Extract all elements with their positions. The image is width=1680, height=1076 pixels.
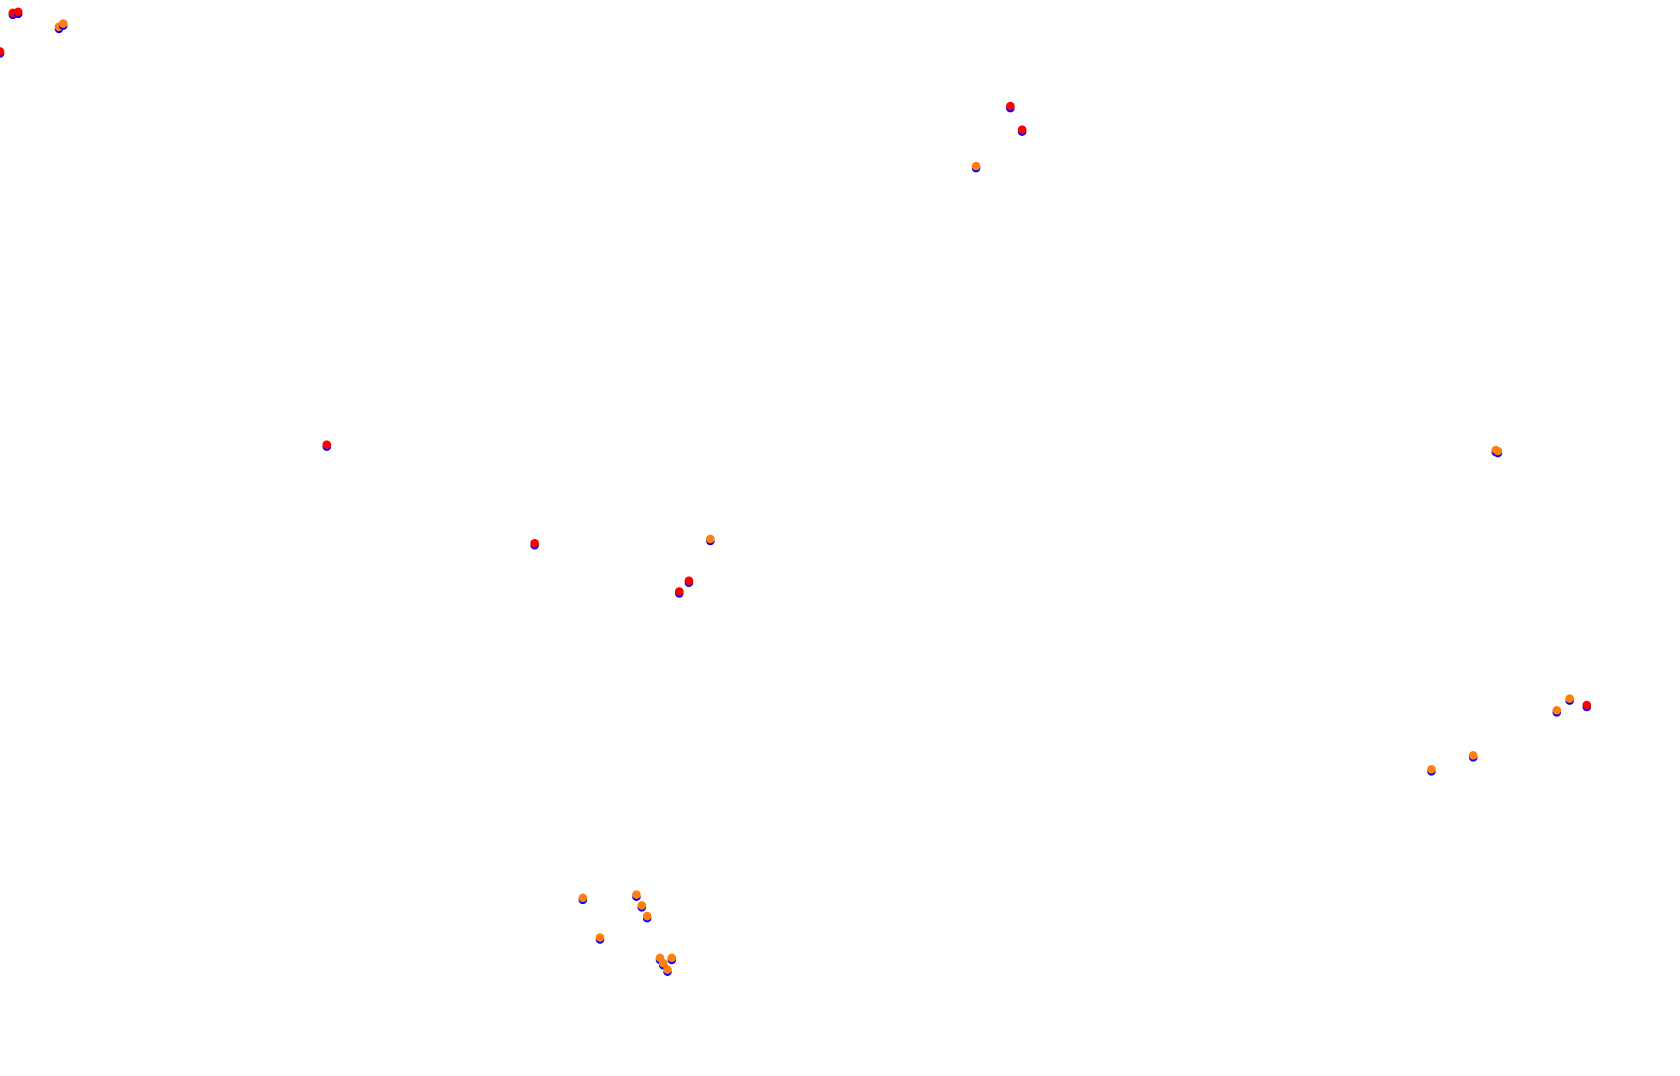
marker-group [632, 890, 641, 901]
marker-orange [642, 911, 652, 921]
marker-group [637, 901, 647, 912]
marker-group [13, 7, 23, 19]
marker-group [684, 576, 694, 588]
marker-group [1552, 706, 1562, 717]
marker-red [1017, 125, 1027, 134]
marker-orange [667, 953, 677, 963]
marker-group [58, 19, 68, 30]
marker-red [0, 47, 5, 56]
marker-group [1493, 446, 1503, 458]
marker-red [322, 440, 332, 449]
marker-group [1017, 125, 1027, 136]
marker-group [674, 587, 684, 598]
marker-group [1565, 694, 1574, 705]
marker-group [595, 933, 605, 944]
marker-red [1006, 101, 1015, 111]
marker-orange [637, 901, 647, 910]
marker-red [684, 576, 694, 586]
marker-orange [1468, 751, 1478, 760]
marker-group [1006, 101, 1015, 113]
marker-orange [58, 19, 68, 28]
marker-orange [658, 958, 668, 968]
marker-orange [663, 965, 672, 974]
marker-orange [578, 893, 588, 903]
marker-group [642, 911, 652, 923]
marker-red [530, 538, 539, 548]
marker-group [530, 538, 539, 550]
marker-orange [632, 890, 641, 899]
marker-red [13, 7, 23, 17]
marker-group [1468, 751, 1478, 762]
marker-group [578, 893, 588, 905]
marker-orange [595, 933, 605, 942]
marker-group [706, 534, 715, 546]
marker-red [1582, 700, 1592, 710]
marker-orange [1427, 764, 1436, 774]
marker-group [971, 161, 981, 173]
marker-orange [706, 534, 715, 544]
marker-orange [971, 161, 981, 171]
marker-group [667, 953, 677, 965]
marker-group [322, 440, 332, 451]
marker-group [0, 47, 5, 58]
marker-group [1582, 700, 1592, 712]
marker-orange [1493, 446, 1503, 456]
marker-red [674, 587, 684, 596]
marker-group [1427, 764, 1436, 776]
marker-orange [1552, 706, 1562, 715]
marker-orange [1565, 694, 1574, 703]
marker-group [663, 965, 672, 976]
